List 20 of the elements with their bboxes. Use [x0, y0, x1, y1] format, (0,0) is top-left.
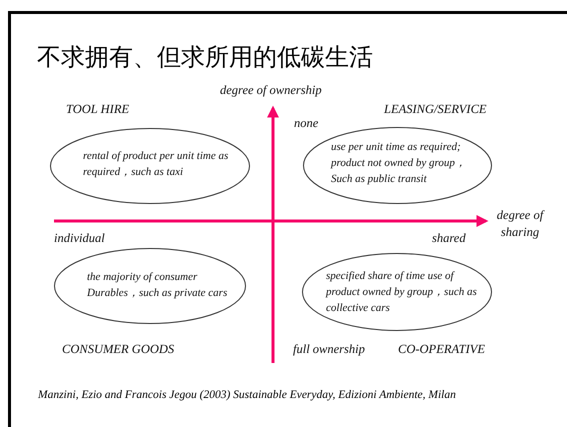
oval-text: rental of product per unit time as required，such as taxi	[83, 149, 230, 180]
oval-text: the majority of consumer Durables，such as private cars	[87, 270, 228, 301]
axis-label: degree of ownership	[220, 83, 322, 98]
axis-end-label: shared	[432, 231, 466, 246]
axis-end-label: none	[294, 116, 318, 131]
quadrant-label: CO-OPERATIVE	[398, 342, 486, 357]
oval-text: use per unit time as required; product not owned by group， Such as public transit	[331, 140, 467, 187]
source-citation: Manzini, Ezio and Francois Jegou (2003) Sustainable Everyday, Edizioni Ambiente, Milan	[38, 389, 456, 401]
oval	[54, 248, 246, 324]
quadrant-label: LEASING/SERVICE	[384, 102, 487, 117]
quadrant-label: TOOL HIRE	[66, 102, 130, 117]
oval	[302, 253, 492, 331]
axis-end-label: full ownership	[293, 342, 365, 357]
oval	[50, 128, 250, 204]
axis-label: degree of sharing	[496, 207, 546, 241]
axis-end-label: individual	[54, 231, 105, 246]
slide-title: 不求拥有、但求所用的低碳生活	[37, 42, 373, 73]
quadrant-label: CONSUMER GOODS	[62, 342, 174, 357]
oval	[303, 127, 492, 204]
oval-text: specified share of time use of product owned by group，such as collective cars	[326, 269, 478, 316]
